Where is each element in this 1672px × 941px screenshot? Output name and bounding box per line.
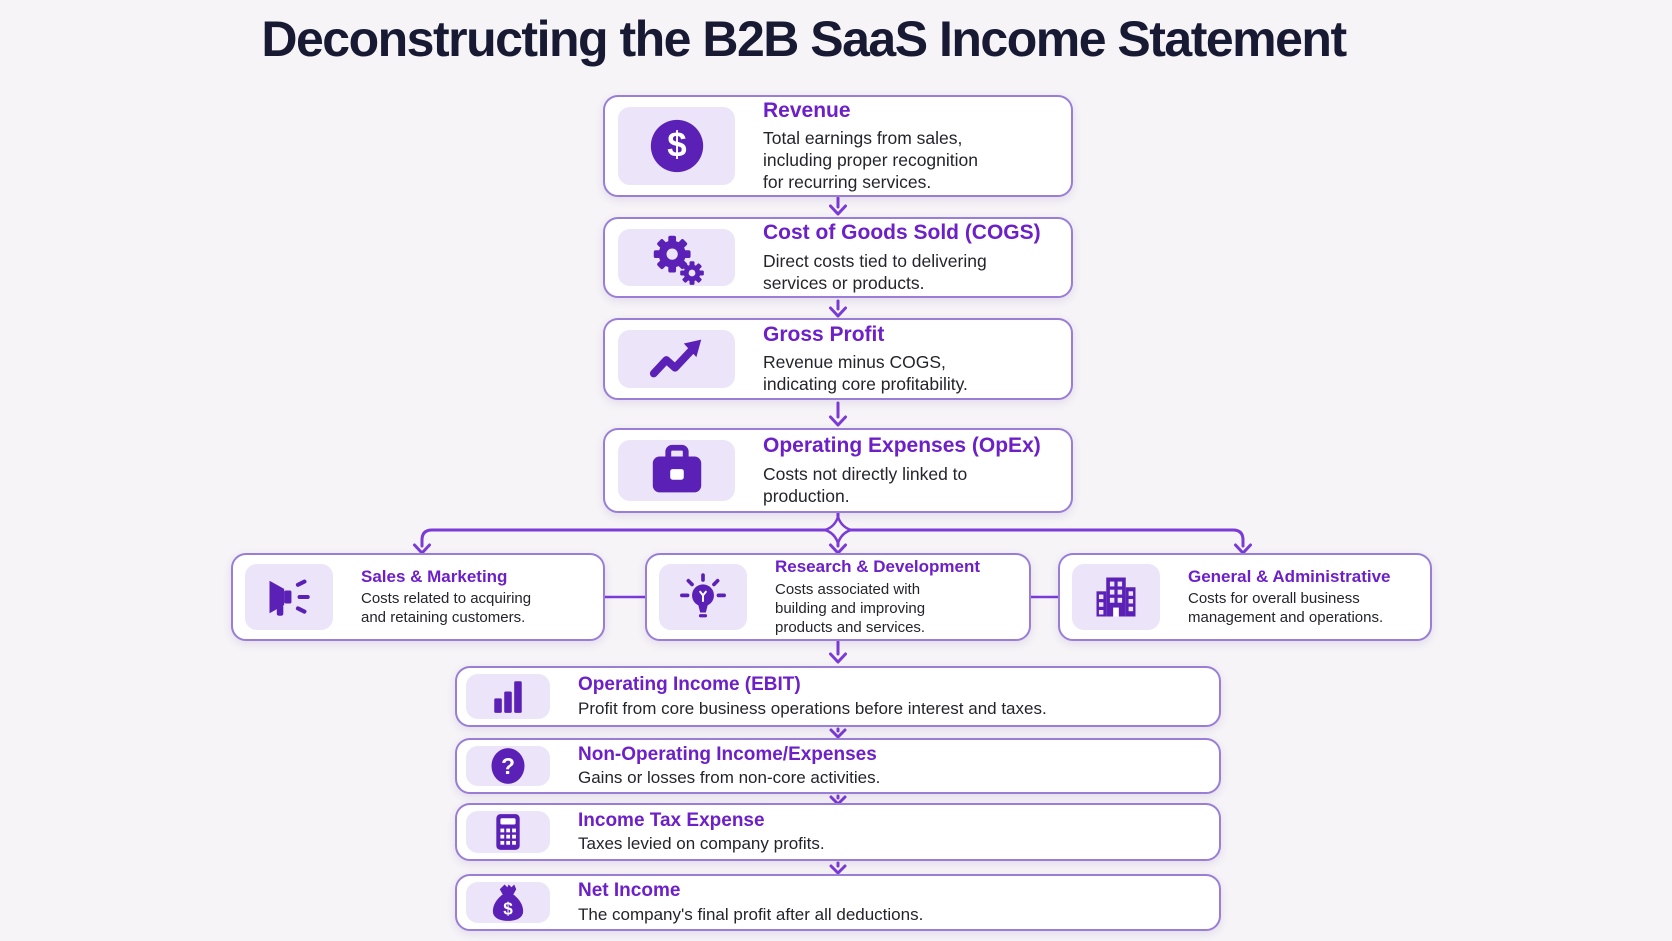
lightbulb-icon xyxy=(659,564,747,630)
node-desc: Costs related to acquiring and retaining… xyxy=(361,590,532,627)
node-title: Gross Profit xyxy=(763,322,885,346)
node-desc: Total earnings from sales, including pro… xyxy=(763,128,978,193)
trend-up-icon xyxy=(618,330,735,388)
node-desc: Taxes levied on company profits. xyxy=(578,834,825,854)
node-sales-marketing: Sales & Marketing Costs related to acqui… xyxy=(231,553,605,641)
node-desc: Costs for overall business management an… xyxy=(1188,590,1384,627)
arrow-to-sales-marketing xyxy=(413,543,431,555)
arrow-to-general-admin xyxy=(1234,543,1252,555)
svg-text:$: $ xyxy=(667,126,686,165)
arrow-ebit-to-nonop xyxy=(829,727,847,739)
branch-rail xyxy=(420,528,1245,548)
node-desc: Gains or losses from non-core activities… xyxy=(578,768,881,788)
arrow-grossprofit-to-opex xyxy=(829,401,847,427)
node-desc: Costs not directly linked to production. xyxy=(763,463,968,506)
branch-center-drop xyxy=(829,539,847,555)
dollar-circle-icon: $ xyxy=(618,107,735,185)
node-title: Research & Development xyxy=(775,557,981,577)
briefcase-icon xyxy=(618,440,735,501)
node-opex: Operating Expenses (OpEx) Costs not dire… xyxy=(603,428,1073,513)
node-desc: Direct costs tied to delivering services… xyxy=(763,250,987,293)
gears-icon xyxy=(618,229,735,286)
svg-text:$: $ xyxy=(503,898,513,918)
node-desc: Costs associated with building and impro… xyxy=(775,580,926,636)
node-gross-profit: Gross Profit Revenue minus COGS, indicat… xyxy=(603,318,1073,400)
node-title: Income Tax Expense xyxy=(578,809,765,831)
question-icon: ? xyxy=(466,746,550,786)
node-desc: Profit from core business operations bef… xyxy=(578,698,1047,718)
megaphone-icon xyxy=(245,564,333,630)
node-desc: The company's final profit after all ded… xyxy=(578,904,924,924)
svg-text:?: ? xyxy=(501,753,515,779)
node-desc: Revenue minus COGS, indicating core prof… xyxy=(763,352,968,395)
node-title: Revenue xyxy=(763,98,851,122)
node-title: Operating Expenses (OpEx) xyxy=(763,434,1041,458)
node-general-administrative: General & Administrative Costs for overa… xyxy=(1058,553,1432,641)
node-operating-income: Operating Income (EBIT) Profit from core… xyxy=(455,666,1221,727)
node-cogs: Cost of Goods Sold (COGS) Direct costs t… xyxy=(603,217,1073,298)
node-title: Sales & Marketing xyxy=(361,566,508,586)
calculator-icon xyxy=(466,811,550,853)
node-net-income: $ Net Income The company's final profit … xyxy=(455,874,1221,931)
building-icon xyxy=(1072,564,1160,630)
node-title: General & Administrative xyxy=(1188,566,1391,586)
arrow-revenue-to-cogs xyxy=(829,196,847,216)
node-non-operating: ? Non-Operating Income/Expenses Gains or… xyxy=(455,738,1221,794)
node-title: Cost of Goods Sold (COGS) xyxy=(763,221,1041,245)
node-title: Non-Operating Income/Expenses xyxy=(578,743,877,765)
page-title: Deconstructing the B2B SaaS Income State… xyxy=(261,11,1347,67)
bar-chart-icon xyxy=(466,674,550,719)
branch-junction-diamond xyxy=(820,513,856,547)
arrow-rd-to-ebit xyxy=(829,640,847,664)
node-research-development: Research & Development Costs associated … xyxy=(645,553,1031,641)
arrow-cogs-to-grossprofit xyxy=(829,299,847,318)
money-bag-icon: $ xyxy=(466,882,550,923)
arrow-tax-to-netincome xyxy=(829,861,847,875)
node-title: Net Income xyxy=(578,880,681,902)
node-income-tax: Income Tax Expense Taxes levied on compa… xyxy=(455,803,1221,861)
node-revenue: $ Revenue Total earnings from sales, inc… xyxy=(603,95,1073,197)
node-title: Operating Income (EBIT) xyxy=(578,674,801,696)
